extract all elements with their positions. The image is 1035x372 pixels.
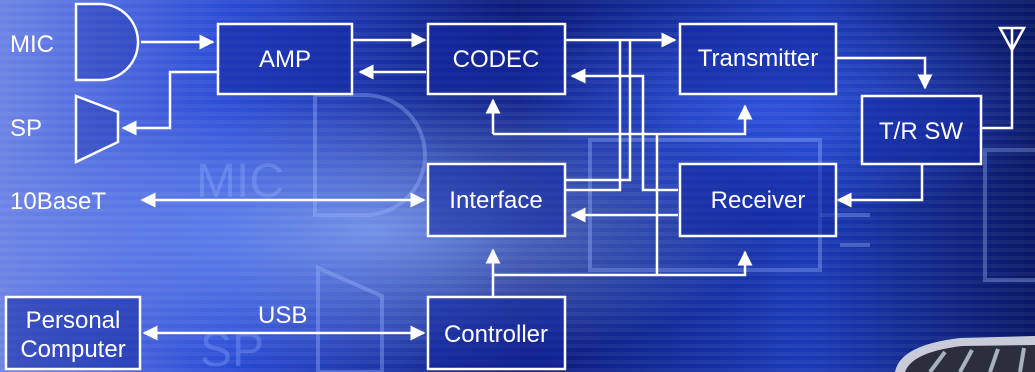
codec-label: CODEC (453, 46, 540, 73)
amp-to-speaker-arrow (121, 70, 218, 136)
pc-label-line2: Computer (20, 336, 125, 363)
transmitter-block: Transmitter (678, 22, 838, 96)
interface-to-transmitter-bus (565, 40, 622, 192)
trsw-label: T/R SW (879, 118, 963, 145)
device-edge-art (895, 336, 1035, 372)
speaker-icon (74, 94, 120, 164)
receiver-label: Receiver (711, 187, 806, 214)
codec-block: CODEC (426, 22, 567, 96)
trsw-block: T/R SW (860, 94, 983, 166)
signal-lines (121, 26, 1027, 341)
ethernet-label: 10BaseT (10, 188, 106, 215)
controller-to-receiver-arrow (493, 250, 753, 277)
interface-to-codec-bus (565, 40, 632, 182)
amp-block: AMP (216, 22, 354, 96)
transmitter-label: Transmitter (698, 45, 818, 72)
sp-label: SP (10, 115, 42, 142)
mic-label: MIC (10, 31, 54, 58)
controller-block: Controller (426, 295, 567, 371)
controller-label: Controller (444, 321, 548, 348)
controller-to-transmitter-arrow (493, 104, 753, 136)
transmitter-to-trsw-arrow (836, 56, 933, 90)
amp-label: AMP (259, 46, 311, 73)
usb-label: USB (258, 302, 307, 329)
microphone-icon (74, 2, 140, 82)
pc-label-line1: Personal (26, 307, 121, 334)
personal-computer-block: Personal Computer (4, 295, 142, 371)
receiver-block: Receiver (678, 162, 838, 238)
trsw-to-receiver-arrow (836, 164, 924, 208)
interface-label: Interface (449, 187, 542, 214)
antenna-icon (997, 26, 1027, 53)
interface-block: Interface (426, 162, 567, 238)
trsw-to-antenna-line (981, 50, 1014, 130)
